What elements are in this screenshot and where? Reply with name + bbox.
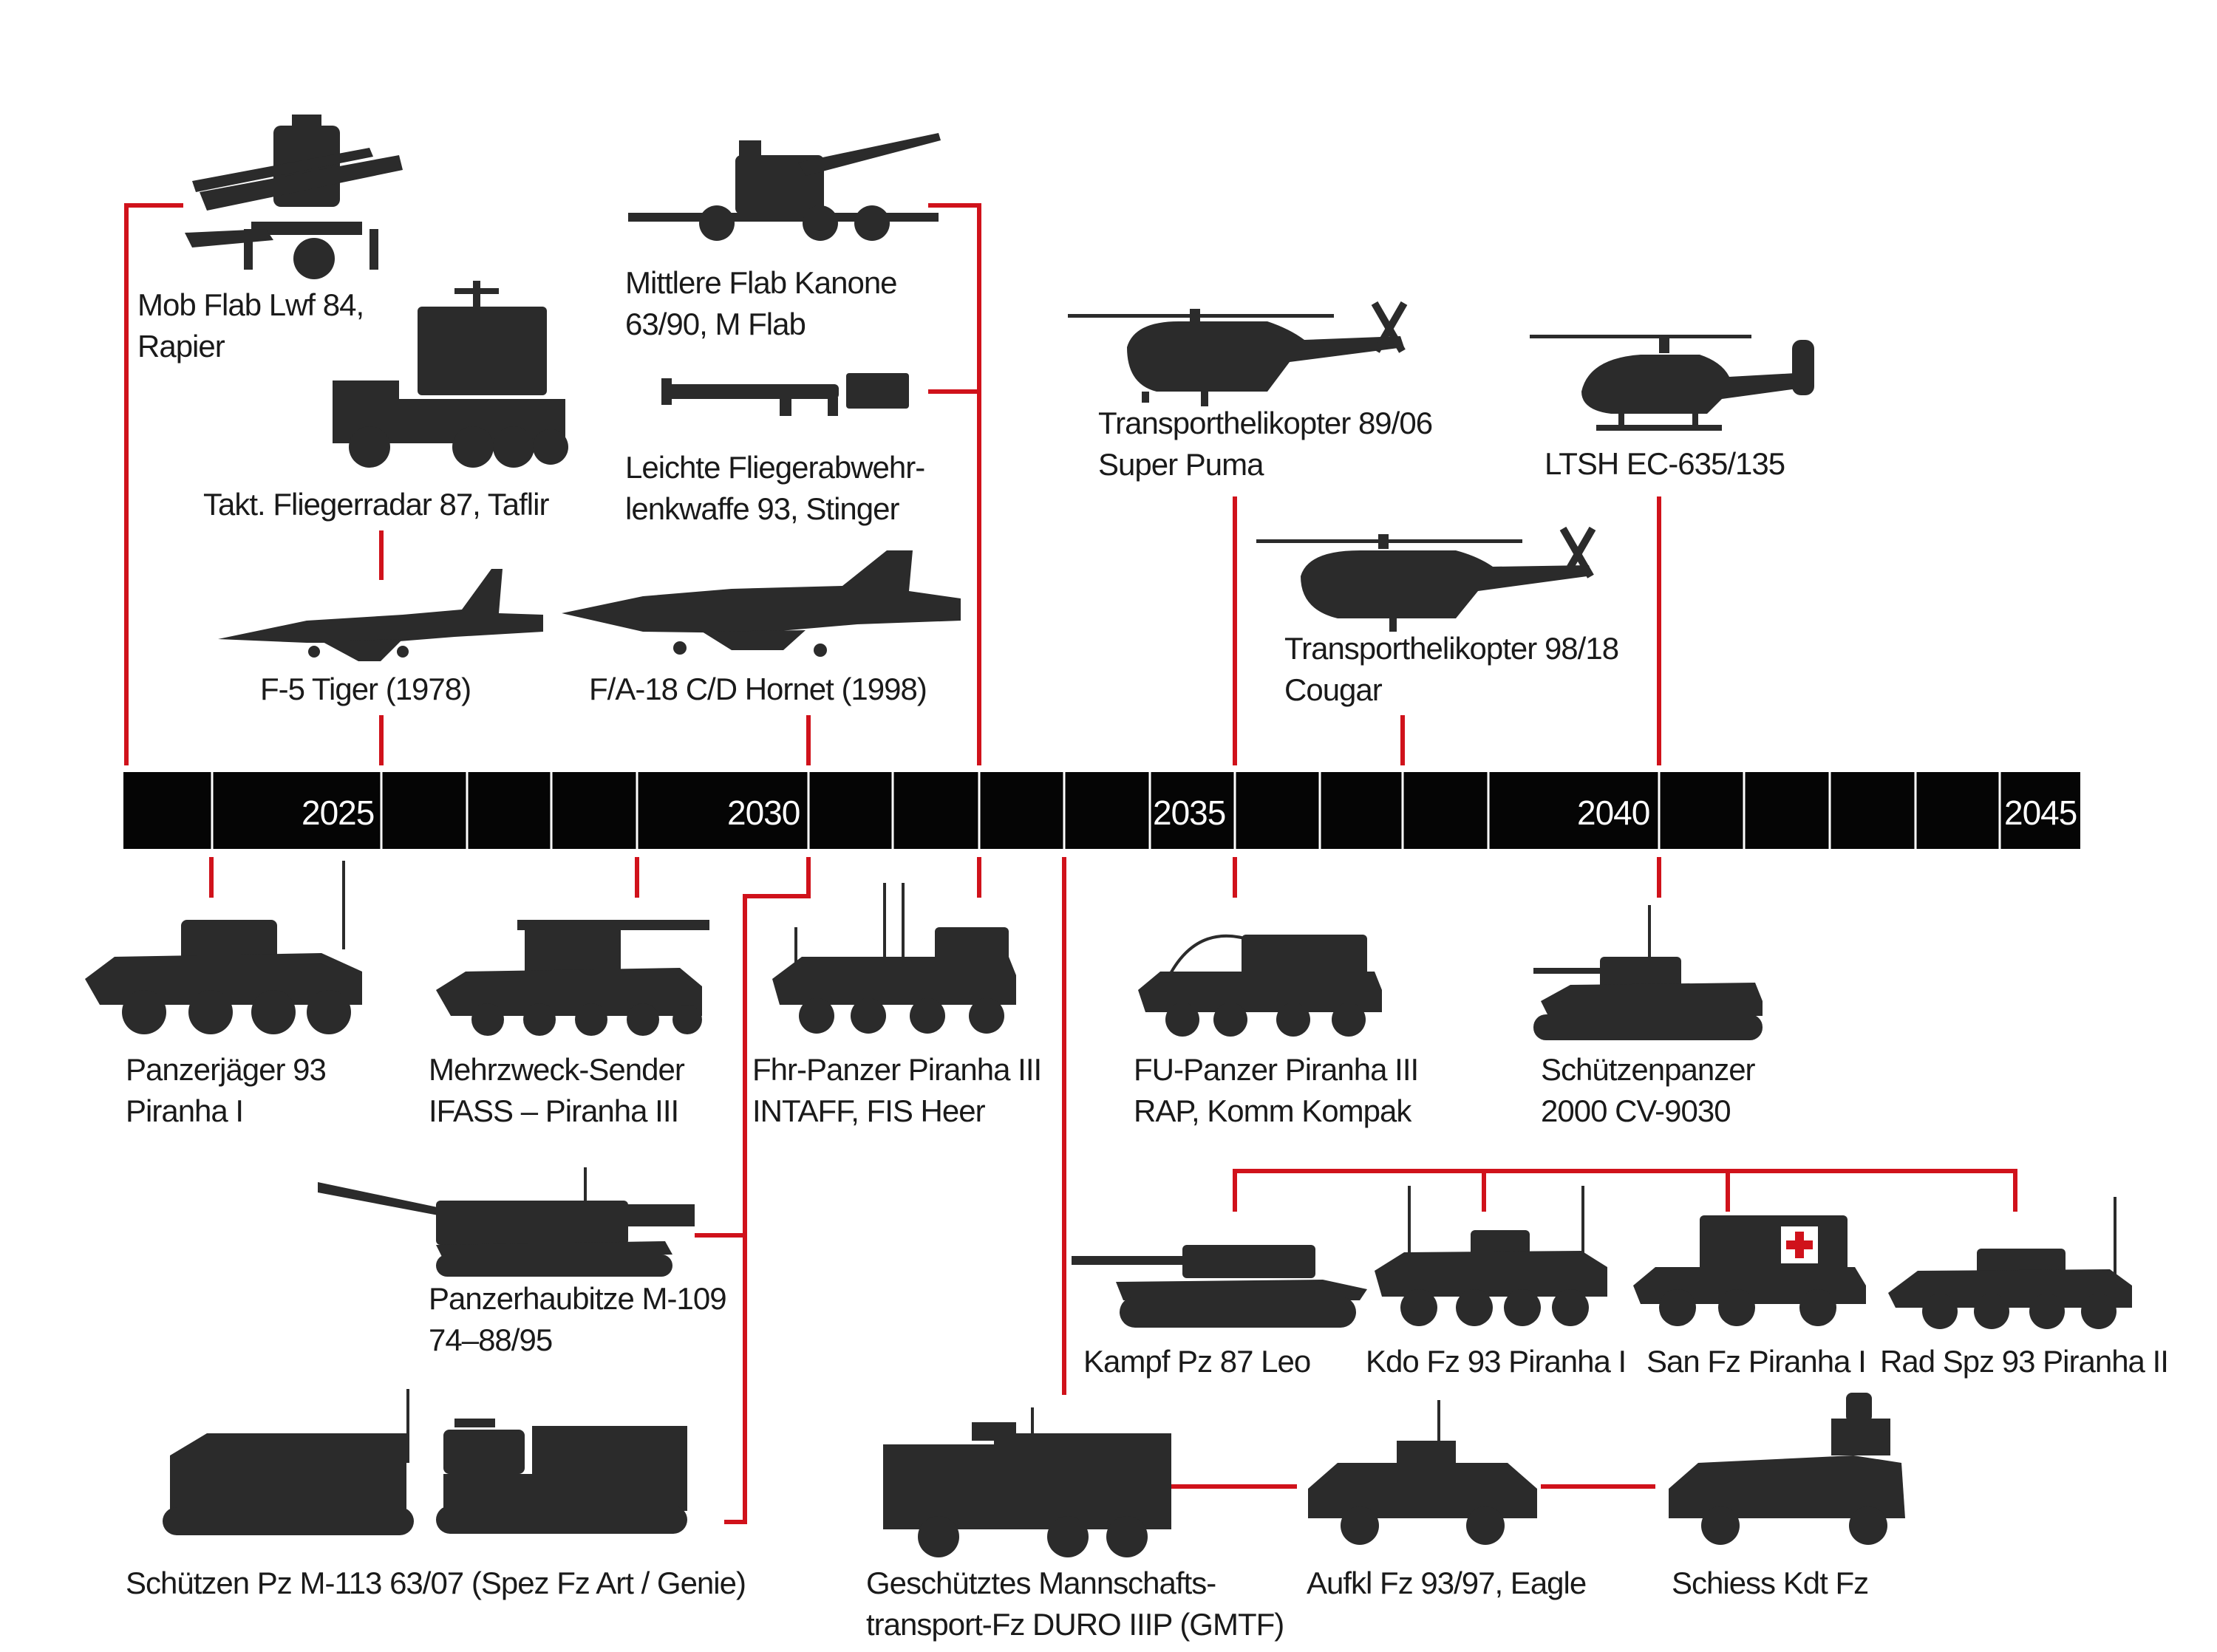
armored-truck-icon	[883, 1407, 1171, 1559]
light-helicopter-icon	[1530, 329, 1833, 440]
timeline-bar	[123, 772, 2080, 849]
missile-launcher-icon	[177, 111, 429, 281]
label-gmtf: Geschütztes Mannschafts-transport-Fz DUR…	[866, 1566, 1284, 1642]
label-ltsh: LTSH EC-635/135	[1545, 446, 1785, 481]
label-leo: Kampf Pz 87 Leo	[1083, 1344, 1311, 1379]
main-battle-tank-icon	[1072, 1226, 1367, 1330]
transport-helicopter-icon	[1256, 521, 1626, 632]
label-rapier: Mob Flab Lwf 84,Rapier	[137, 287, 364, 363]
timeline-ticks	[211, 772, 2001, 849]
fighter-jet-icon	[218, 569, 543, 665]
year-2030: 2030	[727, 793, 800, 832]
ambulance-vehicle-icon	[1633, 1215, 1866, 1330]
wheeled-apc-icon	[1888, 1197, 2132, 1330]
label-radspz: Rad Spz 93 Piranha II	[1880, 1344, 2169, 1379]
label-f5: F-5 Tiger (1978)	[260, 672, 471, 706]
wheeled-comms-vehicle-icon	[1138, 920, 1389, 1038]
wheeled-radio-vehicle-icon	[436, 920, 717, 1038]
year-2040: 2040	[1577, 793, 1650, 832]
label-taflir: Takt. Fliegerradar 87, Taflir	[203, 487, 549, 522]
anti-aircraft-gun-icon	[628, 133, 941, 244]
label-fa18: F/A-18 C/D Hornet (1998)	[589, 672, 927, 706]
year-2045: 2045	[2004, 793, 2077, 832]
label-m113: Schützen Pz M-113 63/07 (Spez Fz Art / G…	[126, 1566, 746, 1600]
transport-helicopter-icon	[1068, 296, 1437, 406]
radar-truck-icon	[325, 281, 569, 473]
connector-artillery	[724, 857, 811, 1524]
connector-mflab	[928, 203, 981, 765]
year-2035: 2035	[1153, 793, 1226, 832]
recon-vehicle-icon	[1308, 1400, 1541, 1548]
wheeled-command-vehicle-icon	[772, 883, 1024, 1038]
label-stinger: Leichte Fliegerabwehr-lenkwaffe 93, Stin…	[625, 450, 925, 526]
year-2025: 2025	[302, 793, 375, 832]
wheeled-apc-icon	[1375, 1186, 1611, 1330]
label-eagle: Aufkl Fz 93/97, Eagle	[1307, 1566, 1587, 1600]
shoulder-launcher-icon	[661, 369, 913, 421]
label-kdo: Kdo Fz 93 Piranha I	[1366, 1344, 1627, 1379]
fighter-jet-icon	[562, 550, 961, 661]
tracked-ifv-icon	[1526, 905, 1770, 1042]
connector-rapier	[124, 203, 183, 765]
label-san: San Fz Piranha I	[1646, 1344, 1867, 1379]
self-propelled-howitzer-icon	[318, 1167, 695, 1278]
tracked-apc-icon	[163, 1389, 687, 1537]
wheeled-apc-icon	[85, 861, 366, 1038]
fire-control-vehicle-icon	[1669, 1393, 1909, 1548]
label-schiess: Schiess Kdt Fz	[1672, 1566, 1869, 1600]
